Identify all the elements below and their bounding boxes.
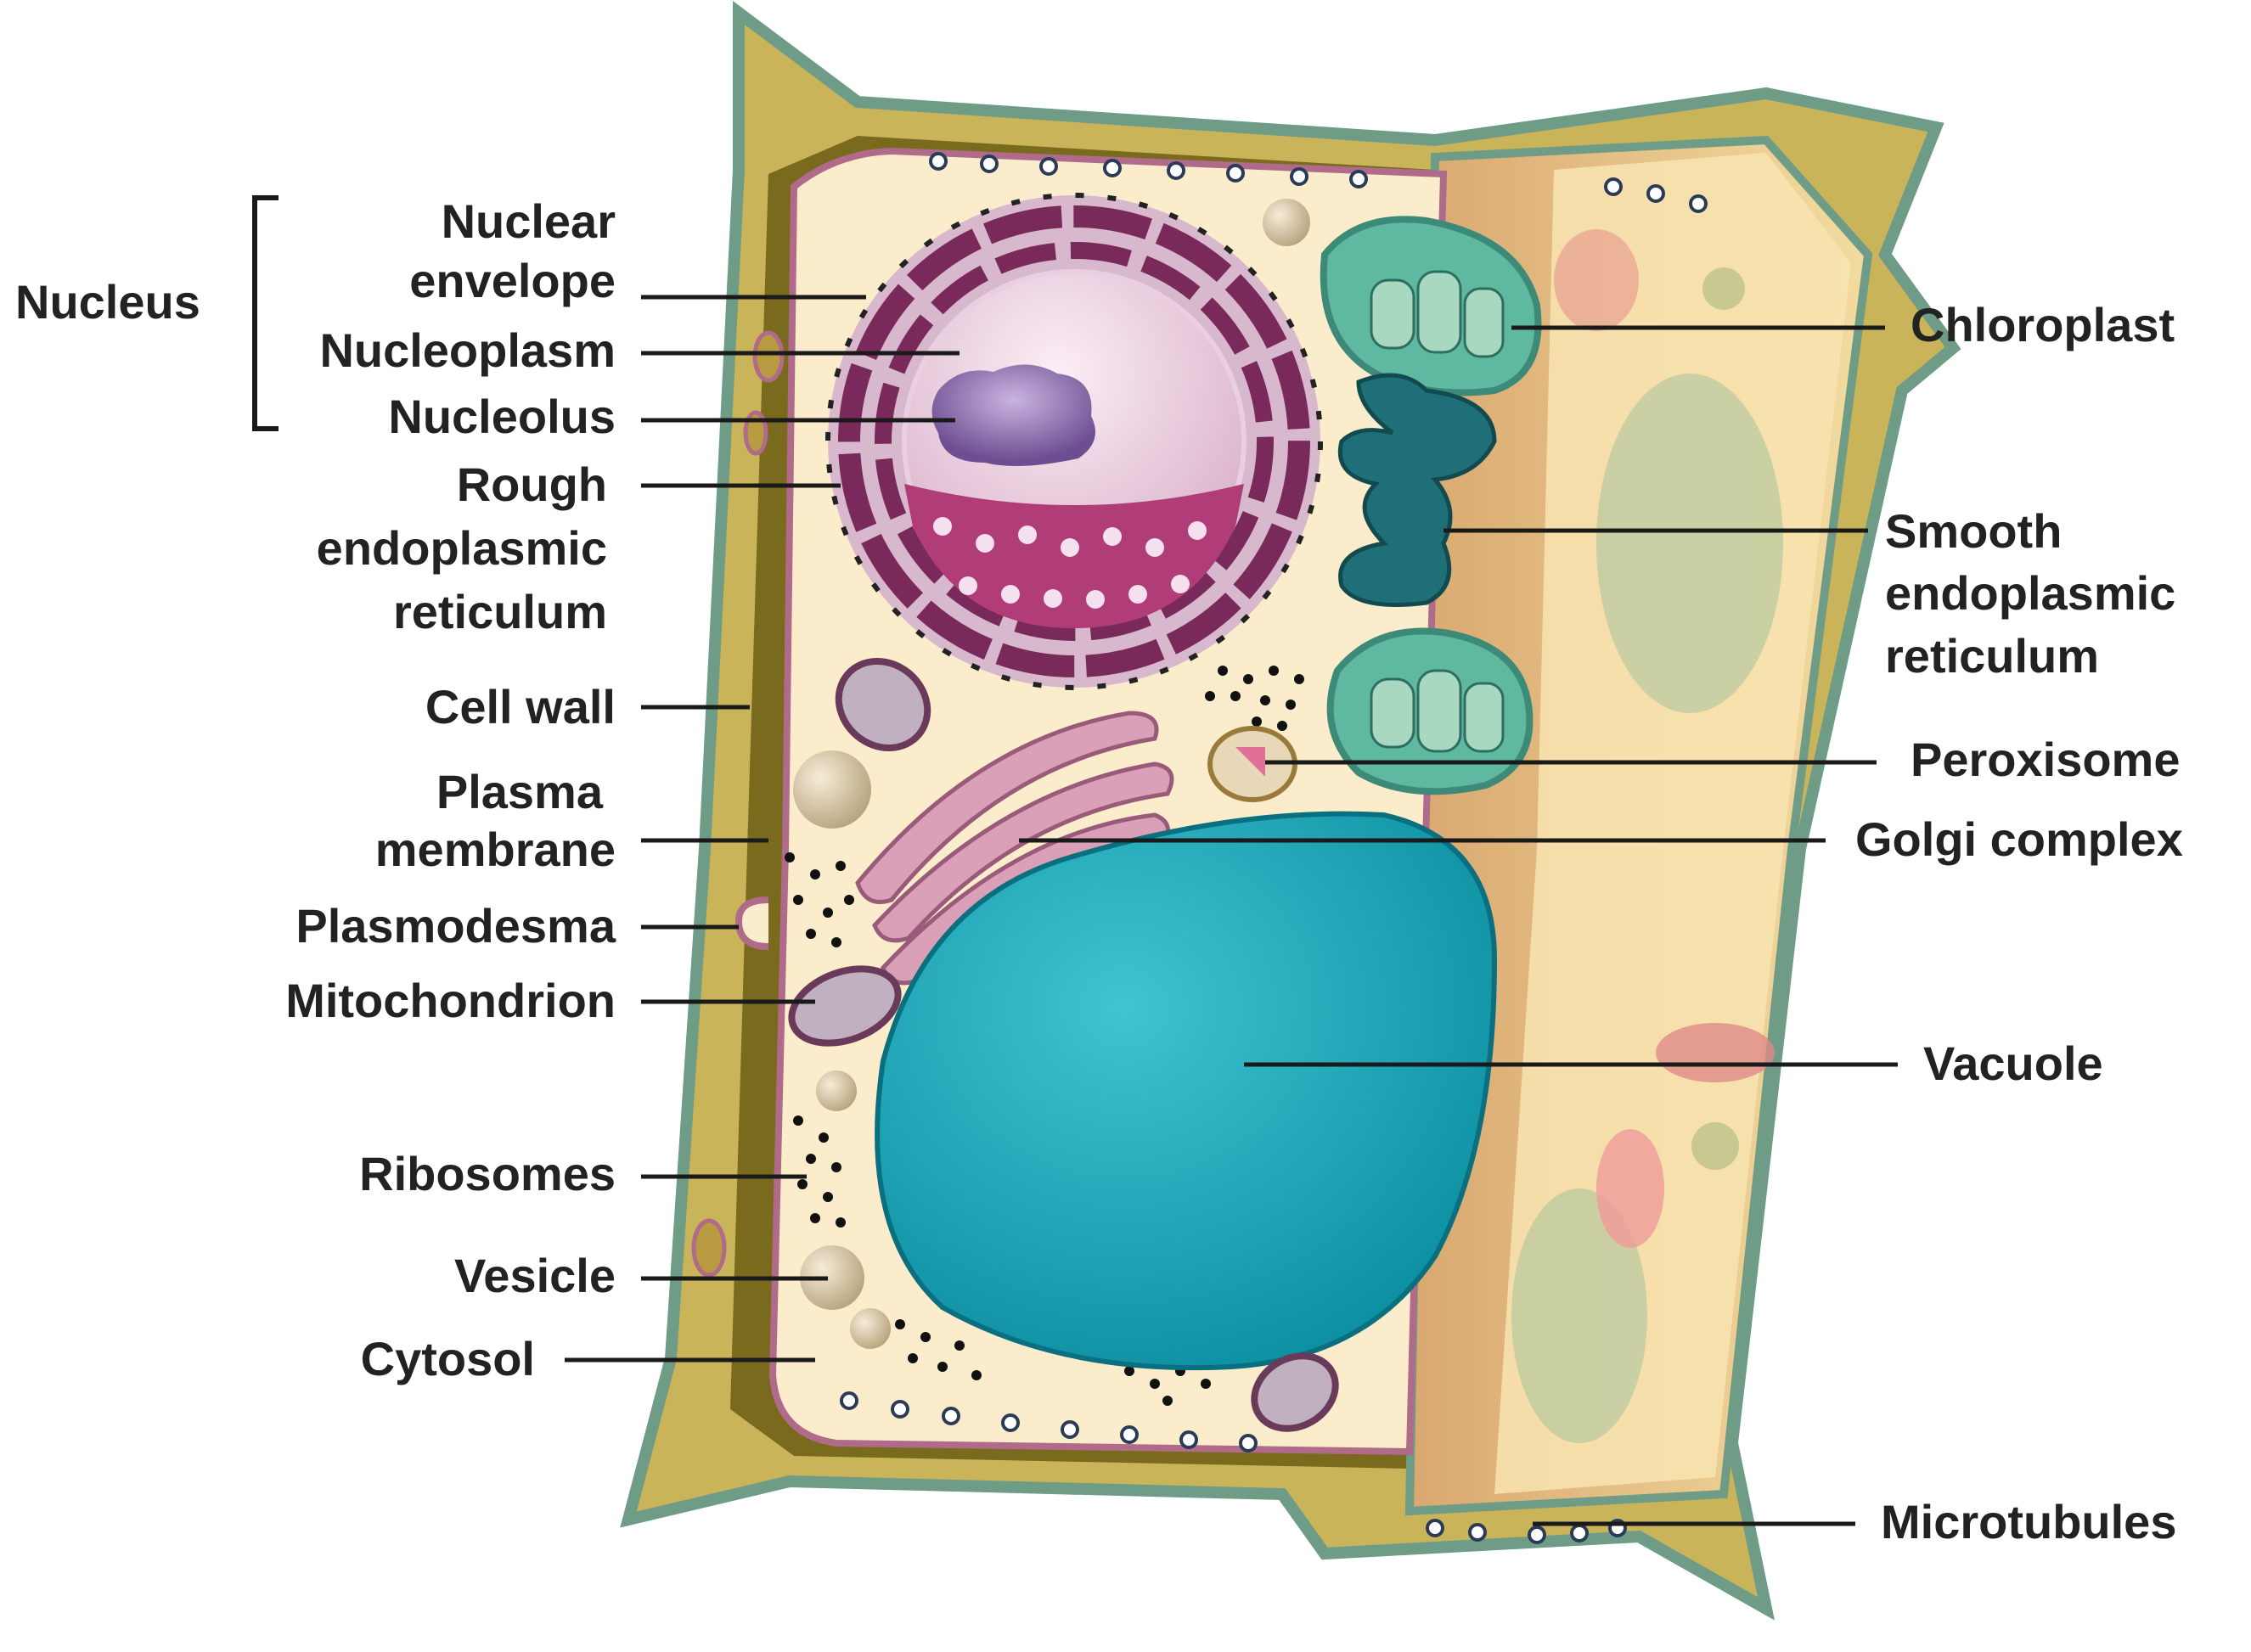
wall-pit: [694, 1221, 724, 1275]
label-nuclear-envelope-2: envelope: [409, 254, 616, 307]
label-nucleus: Nucleus: [15, 275, 200, 329]
label-peroxisome: Peroxisome: [1911, 733, 2181, 786]
label-cytosol: Cytosol: [361, 1332, 535, 1385]
label-rough-er-2: endoplasmic: [317, 521, 607, 575]
label-vacuole: Vacuole: [1923, 1037, 2103, 1090]
side-vacuole-hint: [1596, 374, 1783, 713]
label-mitochondrion: Mitochondrion: [285, 974, 616, 1027]
label-nucleolus: Nucleolus: [388, 390, 616, 443]
label-chloroplast: Chloroplast: [1911, 298, 2175, 351]
side-organelle: [1596, 1129, 1664, 1248]
label-nucleoplasm: Nucleoplasm: [319, 323, 616, 377]
label-ribosomes: Ribosomes: [359, 1147, 616, 1200]
wall-pit: [755, 333, 782, 380]
label-cell-wall: Cell wall: [425, 680, 616, 733]
label-rough-er-1: Rough: [457, 458, 607, 511]
label-plasma-membrane-1: Plasma: [436, 765, 604, 818]
side-organelle: [1554, 229, 1639, 331]
label-smooth-er-2: endoplasmic: [1885, 566, 2175, 620]
label-plasmodesma: Plasmodesma: [295, 899, 616, 952]
nucleus-bracket: [255, 198, 279, 429]
label-nuclear-envelope-1: Nuclear: [442, 194, 616, 248]
nucleus-shape: [828, 195, 1320, 688]
label-microtubules: Microtubules: [1881, 1495, 2176, 1548]
label-rough-er-3: reticulum: [393, 585, 607, 638]
label-smooth-er-1: Smooth: [1885, 504, 2062, 558]
label-golgi-complex: Golgi complex: [1855, 812, 2183, 866]
label-vesicle: Vesicle: [454, 1249, 616, 1302]
label-smooth-er-3: reticulum: [1885, 629, 2099, 683]
side-organelle: [1691, 1122, 1739, 1170]
side-organelle: [1656, 1023, 1775, 1082]
plasmodesma-shape: [739, 900, 768, 947]
label-plasma-membrane-2: membrane: [375, 823, 616, 876]
side-organelle: [1702, 267, 1745, 310]
